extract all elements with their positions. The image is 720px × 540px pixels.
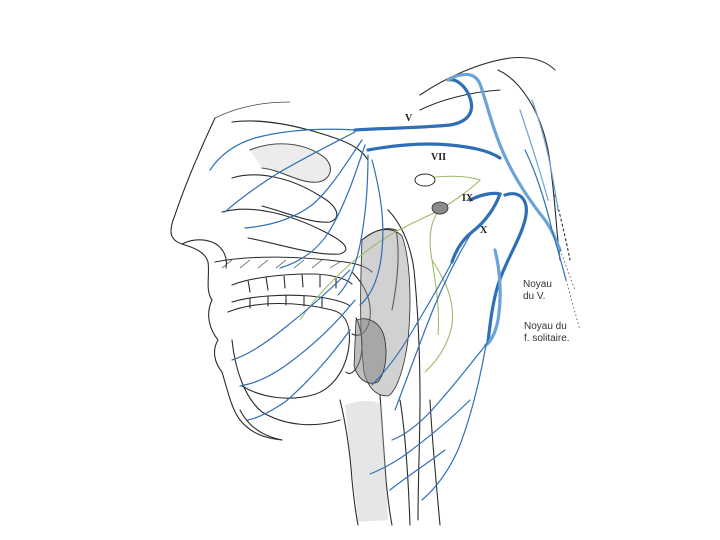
concha-stipple — [250, 143, 331, 183]
skull-base — [419, 56, 556, 111]
nasal-vestibule — [181, 239, 227, 269]
superior-concha — [249, 143, 331, 183]
inferior-concha — [221, 208, 347, 255]
larynx — [339, 394, 393, 526]
trigeminal-nerve-trunk — [353, 78, 474, 132]
ix-ganglion — [431, 201, 449, 215]
tongue — [227, 303, 350, 399]
nasal-branch-1 — [209, 128, 356, 171]
pharyngeal-branch-3 — [391, 341, 489, 441]
hard-palate — [214, 256, 373, 273]
green-nerve-branch-3 — [424, 259, 454, 373]
green-nerve-branch-2 — [299, 209, 441, 321]
nerve-label-v: V — [405, 113, 413, 124]
laryngeal-branch-3 — [389, 449, 446, 491]
nasal-cavity-roof — [231, 120, 369, 161]
nerve-label-x: X — [480, 225, 488, 236]
pharyngeal-branch-1 — [371, 261, 453, 386]
label-noyau-v: Noyau du V. — [523, 279, 552, 303]
nerve-label-ix: IX — [462, 193, 474, 204]
palatine-branch-2 — [359, 159, 384, 306]
palate-bone-hatching — [221, 259, 341, 269]
laryngeal-branch-2 — [369, 399, 471, 475]
blue-nerve-pathways — [209, 72, 567, 501]
nasal-branch-3 — [244, 139, 363, 229]
ascending-fiber-1 — [519, 109, 549, 201]
trigeminal-ganglion-loop — [446, 72, 562, 252]
palatine-branch-1 — [337, 154, 369, 296]
mandible — [231, 339, 341, 441]
upper-teeth — [231, 273, 353, 293]
cranial-cavity-line — [214, 101, 291, 119]
lower-teeth — [231, 294, 351, 309]
nasal-branch-4 — [279, 144, 366, 269]
vagus-nerve-trunk — [486, 192, 528, 344]
facial-nerve-trunk — [366, 142, 502, 160]
shaded-regions — [250, 143, 411, 522]
solitary-tract — [524, 149, 567, 281]
label-noyau-solitaire-line1: Noyau du — [524, 321, 567, 332]
ascending-fiber-2 — [531, 99, 559, 211]
label-noyau-solitaire-line2: f. solitaire. — [524, 333, 570, 344]
face-profile — [170, 117, 283, 441]
label-noyau-v-line2: du V. — [523, 291, 546, 302]
lingual-branch-3 — [247, 329, 351, 421]
lingual-branch-1 — [231, 269, 351, 361]
glossopharyngeal-nerve-trunk — [450, 191, 503, 264]
ganglia — [414, 173, 449, 215]
brainstem-outline — [497, 69, 561, 261]
laryngeal-branch-1 — [421, 344, 487, 501]
vagus-inferior-ganglion — [484, 248, 502, 347]
nasal-branch-2 — [224, 131, 356, 213]
middle-concha — [231, 174, 338, 223]
pharyngeal-branch-2 — [394, 231, 473, 411]
label-noyau-v-line1: Noyau — [523, 279, 552, 290]
nerve-label-vii: VII — [431, 152, 446, 163]
vii-ganglion — [414, 173, 436, 187]
esophagus — [399, 399, 441, 526]
larynx-shaded — [345, 401, 388, 522]
lingual-branch-2 — [239, 299, 356, 387]
label-leader-lines — [559, 249, 581, 331]
label-noyau-solitaire: Noyau du f. solitaire. — [524, 321, 570, 345]
oropharynx-hatched — [353, 318, 387, 384]
